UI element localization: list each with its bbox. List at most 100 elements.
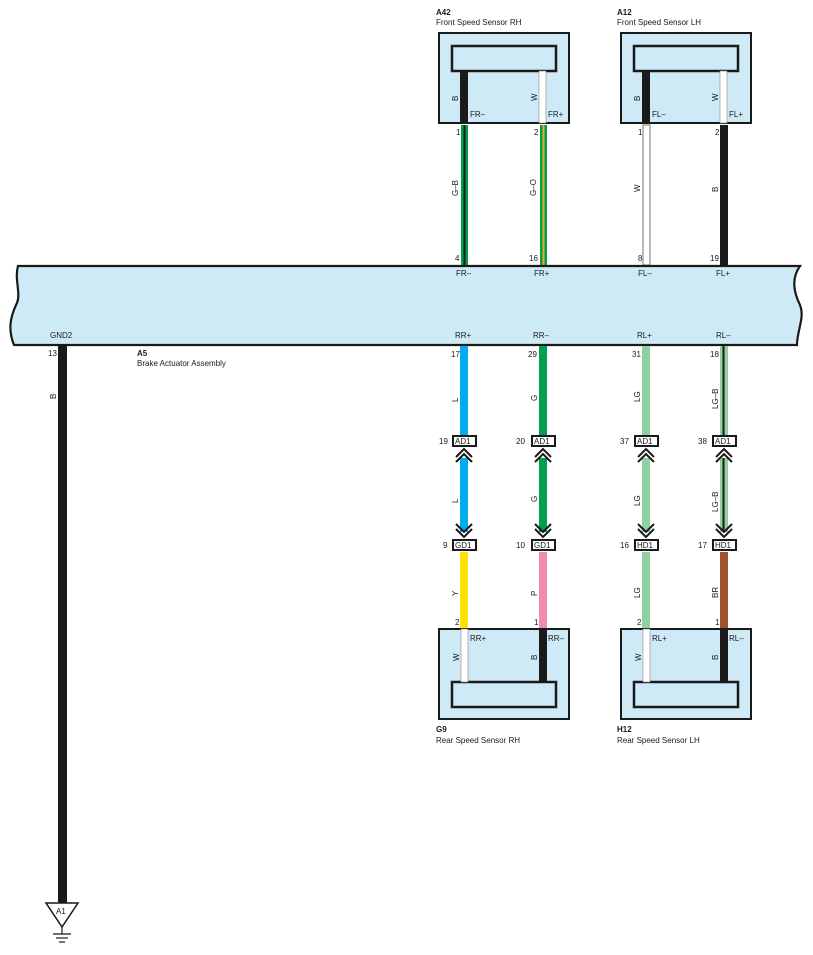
wire-segment <box>642 552 650 628</box>
wire-segment <box>460 346 468 436</box>
actuator-signal: RR+ <box>455 331 472 340</box>
ad-connector-face <box>533 437 554 445</box>
front-wire-sensor-pin: 1 <box>456 128 461 137</box>
ground-point-icon <box>44 902 80 929</box>
ad-pin: 20 <box>516 437 525 446</box>
sensor-h12-right-signal: RL– <box>729 634 744 643</box>
front-wire-actuator-pin: 8 <box>638 254 643 263</box>
sensor-g9-right-signal: RR– <box>548 634 565 643</box>
connector-arrow-up <box>637 447 655 463</box>
connector-arrow-down <box>455 523 473 539</box>
sensor-a12-right-color: W <box>711 93 720 101</box>
sensor-h12-lead-w <box>642 628 651 683</box>
actuator-signal: RL+ <box>637 331 652 340</box>
rear-wire-color-top: G <box>530 395 539 401</box>
ad-conn-label: AD1 <box>455 437 471 446</box>
rear-wire-color-mid: L <box>451 498 460 503</box>
sensor-g9-lead-b <box>539 629 547 682</box>
front-wire-color-label: B <box>711 187 720 192</box>
sensor-a12-name: Front Speed Sensor LH <box>617 18 701 27</box>
gd-connector-face <box>636 541 657 549</box>
rear-wire-pin: 17 <box>451 350 460 359</box>
actuator-a5: FR– FR+ FL– FL+ RR+ RR– RL+ RL– GND2 <box>9 264 803 347</box>
gd-connector-face <box>714 541 735 549</box>
sensor-a42-lead-b <box>460 71 468 123</box>
sensor-g9-left-color: W <box>452 653 461 661</box>
connector-arrow-up <box>455 447 473 463</box>
rear-wire-rl-minus: 18 LG–B 38 AD1 LG–B 17 HD1 BR <box>698 346 737 628</box>
wire-stripe <box>463 125 466 265</box>
sensor-a42: A42 Front Speed Sensor RH B FR– W FR+ <box>436 8 570 124</box>
ground-wire-segment <box>58 346 67 903</box>
sensor-h12-right-color: B <box>711 655 720 660</box>
rear-wire-color-top: LG–B <box>711 389 720 409</box>
wire-segment <box>539 458 547 532</box>
ground-wire: 13 B A1 <box>44 346 80 943</box>
ground-wire-color: B <box>49 394 58 399</box>
sensor-a12-left-signal: FL– <box>652 110 666 119</box>
wire-segment <box>460 458 468 532</box>
ground-point-label: A1 <box>56 907 66 916</box>
gd-conn-label: GD1 <box>534 541 551 550</box>
sensor-h12-left-color: W <box>634 653 643 661</box>
actuator-signal: FR+ <box>534 269 550 278</box>
sensor-a42-right-signal: FR+ <box>548 110 564 119</box>
gd-connector-face <box>533 541 554 549</box>
wire-segment <box>642 346 650 436</box>
actuator-name: Brake Actuator Assembly <box>137 359 226 368</box>
connector-arrow-up <box>534 447 552 463</box>
rear-wire-color-bottom: BR <box>711 587 720 598</box>
sensor-a12-lead-b <box>642 71 650 123</box>
front-wire-color-label: G–O <box>529 179 538 196</box>
sensor-a42-name: Front Speed Sensor RH <box>436 18 522 27</box>
wire-segment <box>720 125 728 265</box>
sensor-g9-pin-left: 2 <box>455 618 460 627</box>
front-wire-sensor-pin: 2 <box>534 128 539 137</box>
actuator-signal: RR– <box>533 331 550 340</box>
sensor-g9-left-signal: RR+ <box>470 634 487 643</box>
connector-arrow-down <box>715 523 733 539</box>
sensor-a42-right-color: W <box>530 93 539 101</box>
wire-segment <box>720 552 728 628</box>
rear-wire-rr-minus: 29 G 20 AD1 G 10 GD1 P <box>516 346 556 628</box>
ad-connector-face <box>714 437 735 445</box>
sensor-g9-name: Rear Speed Sensor RH <box>436 736 520 745</box>
sensor-h12-plug <box>632 680 740 709</box>
rear-wire-color-bottom: Y <box>451 590 460 596</box>
gd-conn-label: GD1 <box>455 541 472 550</box>
wire-segment <box>460 552 468 628</box>
front-wire-sensor-pin: 2 <box>715 128 720 137</box>
wire-segment <box>539 552 547 628</box>
sensor-a42-left-signal: FR– <box>470 110 486 119</box>
ad-conn-label: AD1 <box>534 437 550 446</box>
ad-connector-face <box>636 437 657 445</box>
actuator-signal: FR– <box>456 269 472 278</box>
actuator-signal: RL– <box>716 331 731 340</box>
sensor-a42-plug <box>450 44 558 73</box>
gd-conn-label: HD1 <box>637 541 654 550</box>
rear-wire-rr-plus: 17 L 19 AD1 L 9 GD1 Y <box>439 346 477 628</box>
connector-arrow-down <box>534 523 552 539</box>
actuator-code: A5 <box>137 349 148 358</box>
sensor-h12-pin-right: 1 <box>715 618 720 627</box>
sensor-a42-code: A42 <box>436 8 451 17</box>
gd-connector-face <box>454 541 475 549</box>
rear-wire-color-bottom: LG <box>633 587 642 598</box>
sensor-g9: 2 1 W RR+ B RR– G9 Rear Speed Sensor RH <box>436 618 570 745</box>
connector-arrow-down <box>637 523 655 539</box>
sensor-g9-plug <box>450 680 558 709</box>
wire-segment <box>642 458 650 532</box>
rear-wire-color-mid: LG–B <box>711 492 720 512</box>
front-wire-color-label: W <box>633 184 642 192</box>
ad-pin: 37 <box>620 437 629 446</box>
rear-wire-pin: 31 <box>632 350 641 359</box>
sensor-g9-code: G9 <box>436 725 447 734</box>
front-wire-color-label: G–B <box>451 180 460 196</box>
sensor-g9-lead-w <box>460 628 469 683</box>
actuator-body <box>9 264 803 347</box>
sensor-a12-lead-w <box>719 70 728 124</box>
actuator-gnd-signal: GND2 <box>50 331 73 340</box>
sensor-g9-right-color: B <box>530 655 539 660</box>
sensor-a12-right-signal: FL+ <box>729 110 743 119</box>
rear-wire-pin: 29 <box>528 350 537 359</box>
